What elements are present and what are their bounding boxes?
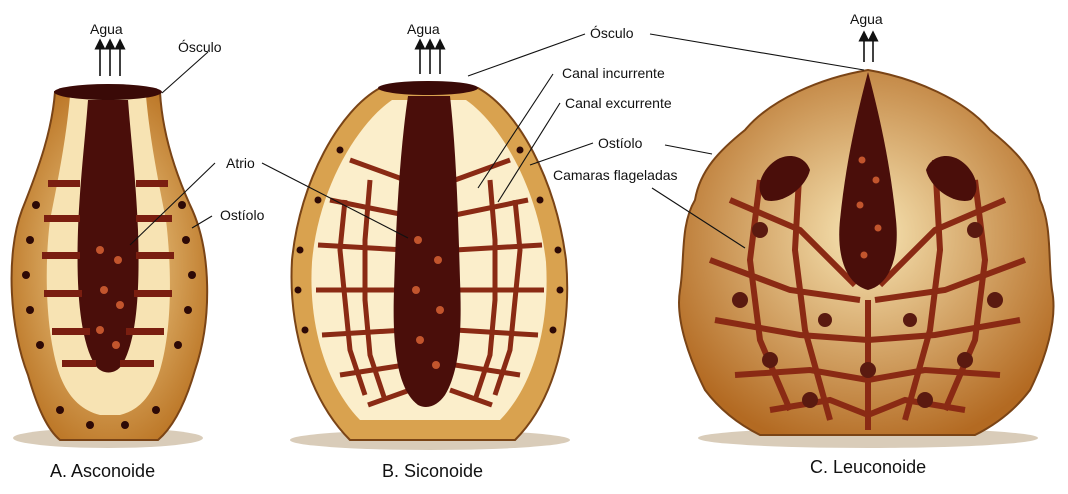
agua-label-a: Agua: [90, 22, 123, 36]
caption-siconoide: B. Siconoide: [382, 462, 483, 480]
asconoide-water-arrows: [100, 44, 120, 76]
asconoide-osculo: [54, 84, 162, 100]
canal-excurrente-label: Canal excurrente: [565, 96, 672, 110]
siconoide-sponge: [290, 44, 570, 450]
siconoide-water-arrows: [420, 44, 440, 74]
siconoide-osculo: [378, 81, 478, 95]
camaras-flageladas-label: Camaras flageladas: [553, 168, 678, 182]
atrio-label: Atrio: [226, 156, 255, 170]
agua-label-b: Agua: [407, 22, 440, 36]
caption-asconoide: A. Asconoide: [50, 462, 155, 480]
leader-ostiolo-b: [530, 143, 593, 165]
canal-incurrente-label: Canal incurrente: [562, 66, 665, 80]
siconoide-atrio: [394, 96, 461, 407]
osculo-label-bc: Ósculo: [590, 26, 634, 40]
leader-osculo-a: [162, 52, 208, 93]
caption-leuconoide: C. Leuconoide: [810, 458, 926, 476]
osculo-label-a: Ósculo: [178, 40, 222, 54]
ostiolo-label-a: Ostíolo: [220, 208, 264, 222]
leuconoide-water-arrows: [864, 36, 873, 62]
leader-osculo-c: [650, 34, 864, 70]
ostiolo-label-bc: Ostíolo: [598, 136, 642, 150]
agua-label-c: Agua: [850, 12, 883, 26]
leader-ostiolo-c: [665, 145, 712, 154]
asconoide-sponge: [12, 44, 208, 448]
